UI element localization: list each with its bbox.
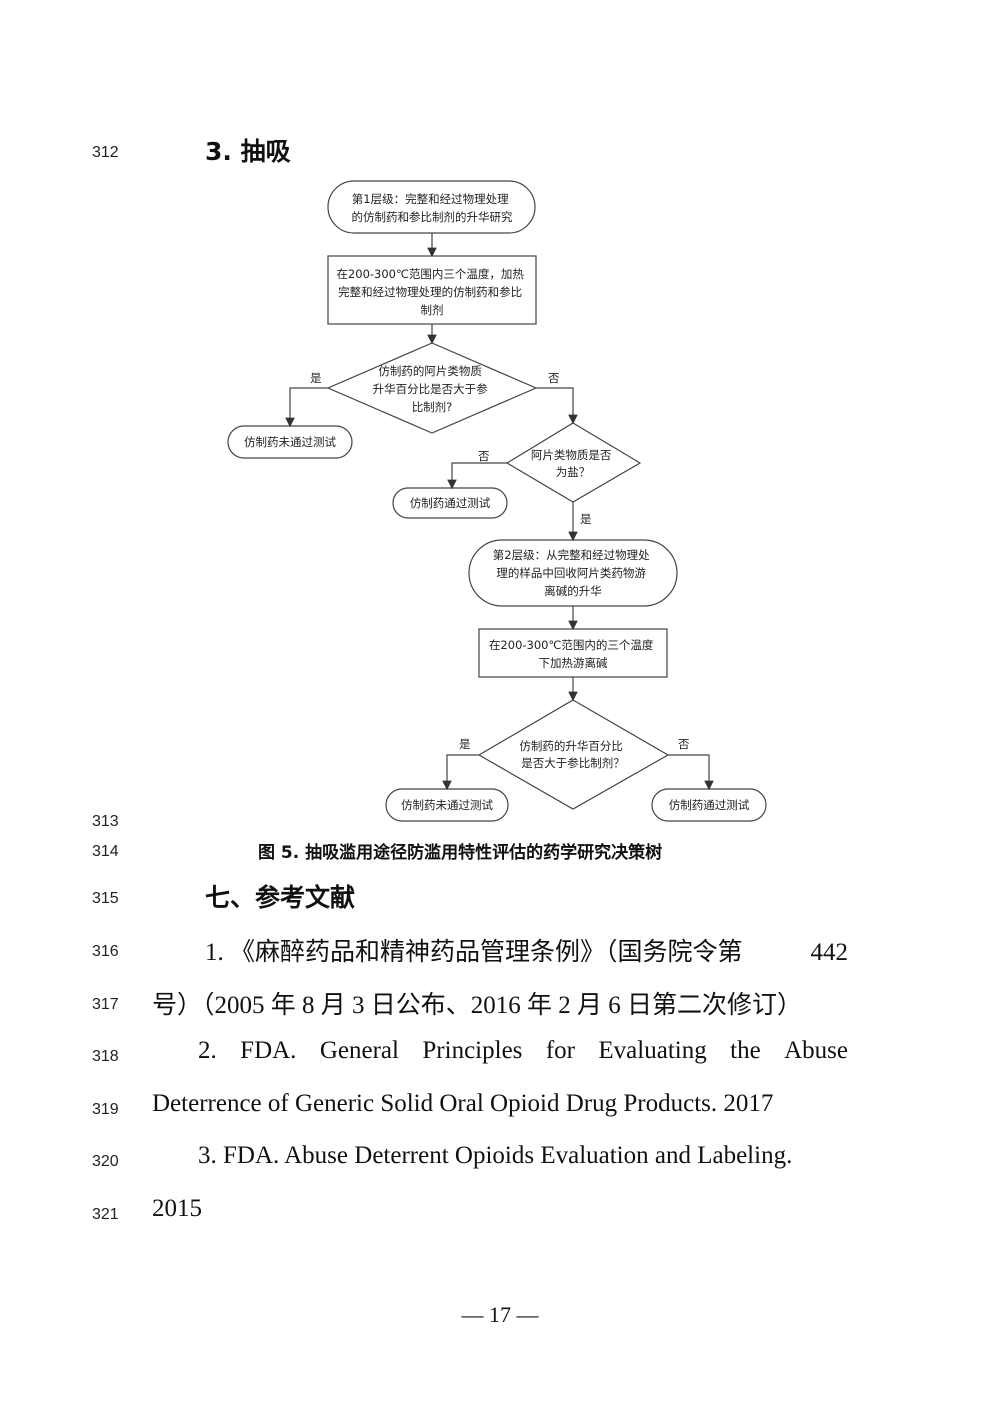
line-number: 321 [92,1206,119,1223]
reference-3-line-2: 2015 [152,1195,202,1222]
reference-1-line-2: 号）（2005 年 8 月 3 日公布、2016 年 2 月 6 日第二次修订） [152,992,803,1019]
heat1-text: 在200-300℃范围内三个温度，加热 完整和经过物理处理的仿制药和参比 制剂 [336,267,527,317]
pass2-text: 仿制药通过测试 [669,798,750,812]
no2-label: 否 [478,449,490,463]
reference-2-line-2: Deterrence of Generic Solid Oral Opioid … [152,1090,774,1117]
no3-label: 否 [678,737,690,751]
fail2-text: 仿制药未通过测试 [401,798,493,812]
yes1-label: 是 [310,371,322,385]
level2-text: 第2层级：从完整和经过物理处 理的样品中回收阿片类药物游 离碱的升华 [493,548,653,598]
reference-2-line-1: 2. FDA. General Principles for Evaluatin… [198,1037,848,1064]
line-number: 313 [92,813,119,830]
line-number: 312 [92,144,119,161]
line-number: 314 [92,843,119,860]
no1-label: 否 [548,371,560,385]
level1-text: 第1层级：完整和经过物理处理 的仿制药和参比制剂的升华研究 [352,192,513,224]
decision1-diamond [326,342,538,434]
section-heading: 3. 抽吸 [205,137,291,166]
reference-1-line-1: 1. 《麻醉药品和精神药品管理条例》（国务院令第 442 [205,939,848,966]
line-number: 315 [92,890,119,907]
line-number: 316 [92,943,119,960]
fail1-text: 仿制药未通过测试 [244,435,336,449]
figure-caption: 图 5. 抽吸滥用途径防滥用特性评估的药学研究决策树 [258,843,663,863]
decision3-diamond [477,699,670,810]
level1-box [327,180,536,234]
heat2-text: 在200-300℃范围内的三个温度 下加热游离碱 [489,638,657,670]
page-number: — 17 — [461,1302,539,1327]
decision2-text: 阿片类物质是否 为盐？ [531,448,615,479]
yes2-label: 是 [580,512,592,526]
decision2-diamond [505,422,642,503]
reference-3-line-1: 3. FDA. Abuse Deterrent Opioids Evaluati… [198,1142,793,1169]
line-number: 318 [92,1048,119,1065]
pass1-text: 仿制药通过测试 [410,496,491,510]
decision3-text: 仿制药的升华百分比 是否大于参比制剂？ [519,739,626,770]
line-number: 320 [92,1153,119,1170]
decision-tree-flowchart: 第1层级：完整和经过物理处理 的仿制药和参比制剂的升华研究 在200-300℃范… [227,180,767,822]
references-heading: 七、参考文献 [205,883,356,912]
yes3-label: 是 [459,737,471,751]
line-number: 317 [92,996,119,1013]
decision1-text: 仿制药的阿片类物质 升华百分比是否大于参 比制剂? [373,364,492,414]
line-number: 319 [92,1101,119,1118]
